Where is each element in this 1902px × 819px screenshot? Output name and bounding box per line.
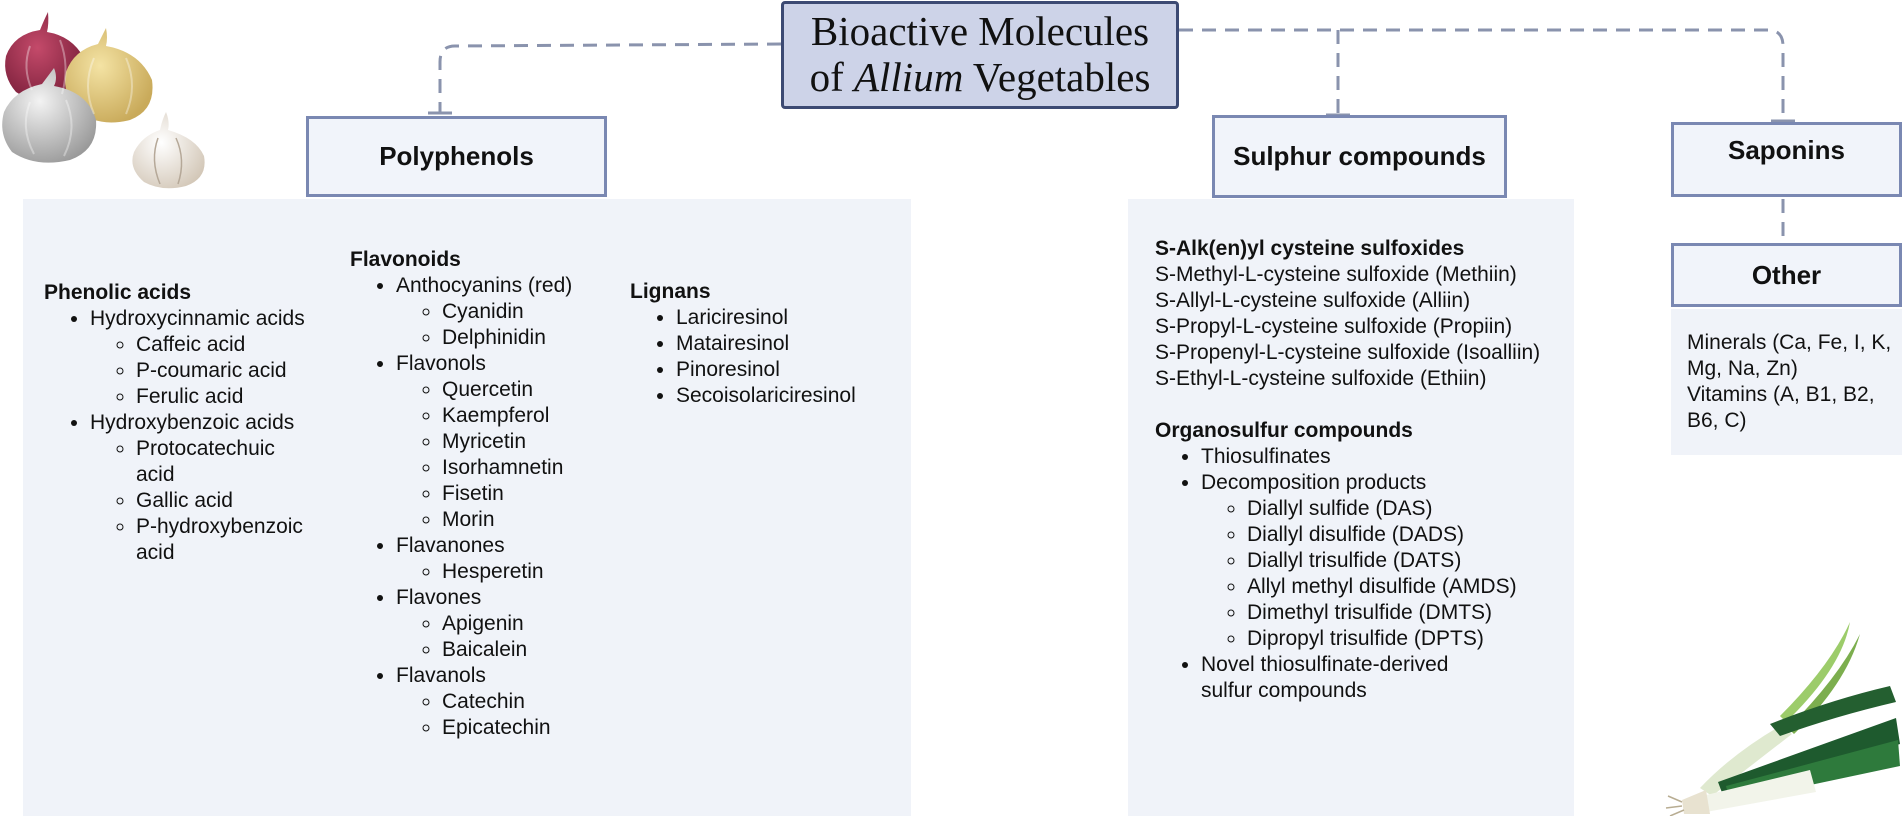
list-item: Matairesinol — [676, 331, 910, 357]
sulfoxides-heading: S-Alk(en)yl cysteine sulfoxides — [1155, 237, 1465, 260]
list-item: Fisetin — [442, 481, 580, 507]
list-item: Catechin — [442, 689, 580, 715]
list-item: Gallic acid — [136, 488, 314, 514]
title-italic-genus: Allium — [853, 54, 964, 100]
list-item: Delphinidin — [442, 325, 580, 351]
list-item: P-coumaric acid — [136, 358, 314, 384]
sulfoxide-line: S-Allyl-L-cysteine sulfoxide (Alliin) — [1155, 289, 1471, 312]
list-item: Allyl methyl disulfide (AMDS) — [1247, 574, 1560, 600]
list-item: P-hydroxybenzoic acid — [136, 514, 314, 566]
onion-garlic-illustration — [2, 12, 205, 189]
list-item: Lariciresinol — [676, 305, 910, 331]
other-panel — [1671, 309, 1902, 455]
list-item: Dipropyl trisulfide (DPTS) — [1247, 626, 1560, 652]
list-item: Caffeic acid — [136, 332, 314, 358]
list-item: Secoisolariciresinol — [676, 383, 910, 409]
list-item: Diallyl sulfide (DAS) — [1247, 496, 1560, 522]
list-item: Kaempferol — [442, 403, 580, 429]
list-item: Hydroxybenzoic acids Protocatechuic acid… — [90, 410, 314, 566]
category-sulphur-compounds: Sulphur compounds — [1212, 115, 1507, 198]
flavonoids-column: Flavonoids Anthocyanins (red) Cyanidin D… — [350, 247, 580, 741]
diagram-title: Bioactive Molecules of Allium Vegetables — [781, 1, 1179, 109]
sulphur-panel — [1128, 199, 1574, 816]
list-item: Apigenin — [442, 611, 580, 637]
phenolic-acids-column: Phenolic acids Hydroxycinnamic acids Caf… — [44, 280, 314, 566]
sulfoxide-line: S-Methyl-L-cysteine sulfoxide (Methiin) — [1155, 263, 1517, 286]
sulfoxide-line: S-Propenyl-L-cysteine sulfoxide (Isoalli… — [1155, 341, 1541, 364]
title-line-1: Bioactive Molecules — [810, 8, 1150, 55]
other-column: Minerals (Ca, Fe, I, K, Mg, Na, Zn) Vita… — [1687, 330, 1892, 434]
lignans-column: Lignans Lariciresinol Matairesinol Pinor… — [630, 279, 910, 409]
flavonoids-heading: Flavonoids — [350, 248, 461, 271]
category-other: Other — [1671, 243, 1902, 307]
list-item: Flavanols Catechin Epicatechin — [396, 663, 580, 741]
polyphenols-panel — [23, 199, 911, 816]
sulphur-column: S-Alk(en)yl cysteine sulfoxides S-Methyl… — [1155, 236, 1560, 704]
list-item: Pinoresinol — [676, 357, 910, 383]
leek-illustration — [1665, 622, 1900, 816]
list-item: Myricetin — [442, 429, 580, 455]
list-item: Dimethyl trisulfide (DMTS) — [1247, 600, 1560, 626]
list-item: Decomposition products Diallyl sulfide (… — [1201, 470, 1560, 652]
list-item: Quercetin — [442, 377, 580, 403]
category-saponins: Saponins — [1671, 122, 1902, 197]
minerals-text: Minerals (Ca, Fe, I, K, Mg, Na, Zn) — [1687, 331, 1892, 380]
organosulfur-heading: Organosulfur compounds — [1155, 419, 1413, 442]
list-item: Epicatechin — [442, 715, 580, 741]
list-item: Flavanones Hesperetin — [396, 533, 580, 585]
sulfoxide-line: S-Ethyl-L-cysteine sulfoxide (Ethiin) — [1155, 367, 1487, 390]
list-item: Flavonols Quercetin Kaempferol Myricetin… — [396, 351, 580, 533]
phenolic-acids-heading: Phenolic acids — [44, 281, 192, 304]
list-item: Morin — [442, 507, 580, 533]
lignans-heading: Lignans — [630, 280, 711, 303]
list-item: Diallyl disulfide (DADS) — [1247, 522, 1560, 548]
vitamins-text: Vitamins (A, B1, B2, B6, C) — [1687, 383, 1875, 432]
list-item: Isorhamnetin — [442, 455, 580, 481]
title-line-2: of Allium Vegetables — [809, 54, 1151, 100]
list-item: Hesperetin — [442, 559, 580, 585]
list-item: Flavones Apigenin Baicalein — [396, 585, 580, 663]
list-item: Diallyl trisulfide (DATS) — [1247, 548, 1560, 574]
list-item: Baicalein — [442, 637, 580, 663]
list-item: Anthocyanins (red) Cyanidin Delphinidin — [396, 273, 580, 351]
sulfoxide-line: S-Propyl-L-cysteine sulfoxide (Propiin) — [1155, 315, 1513, 338]
list-item: Ferulic acid — [136, 384, 314, 410]
list-item: Protocatechuic acid — [136, 436, 314, 488]
list-item: Thiosulfinates — [1201, 444, 1560, 470]
list-item: Hydroxycinnamic acids Caffeic acid P-cou… — [90, 306, 314, 410]
category-polyphenols: Polyphenols — [306, 116, 607, 197]
list-item: Novel thiosulfinate-derived sulfur compo… — [1201, 652, 1491, 704]
list-item: Cyanidin — [442, 299, 580, 325]
